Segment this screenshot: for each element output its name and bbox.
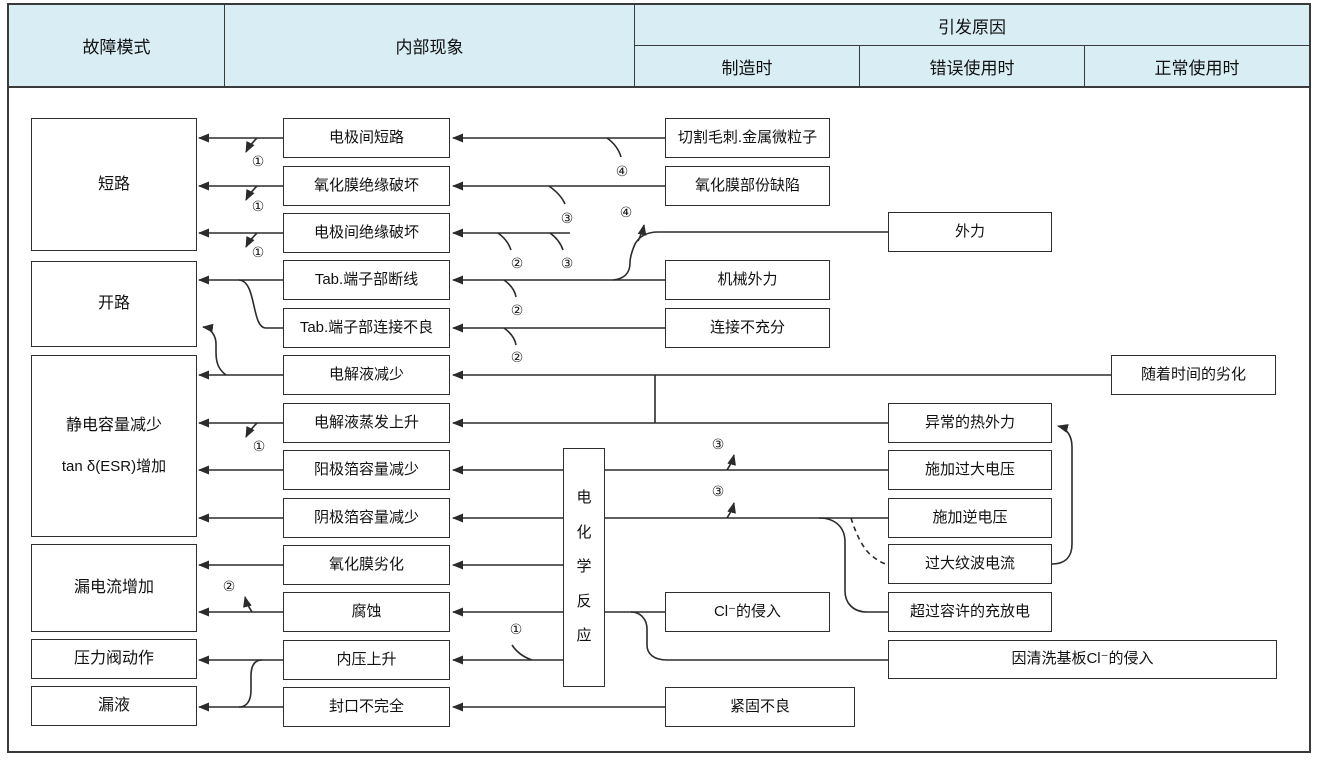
node-internal-pressure-rise: 内压上升 — [283, 640, 450, 680]
node-electrochemical-reaction: 电 化 学 反 应 — [563, 448, 605, 687]
header-cause-normal: 正常使用时 — [1085, 46, 1309, 88]
node-tab-terminal-poor-connection: Tab.端子部连接不良 — [283, 308, 450, 348]
electrochemical-reaction-label: 电 化 学 反 应 — [576, 489, 592, 645]
node-corrosion: 腐蚀 — [283, 592, 450, 632]
ref-marker-3: ③ — [556, 252, 578, 274]
ref-marker-4: ④ — [615, 201, 637, 223]
node-capacitance-esr: 静电容量减少 tan δ(ESR)增加 — [31, 355, 197, 537]
ref-marker-1: ① — [247, 150, 269, 172]
header-cause: 引发原因 — [635, 5, 1309, 46]
ref-marker-1: ① — [248, 435, 270, 457]
node-oxide-partial-defect: 氧化膜部份缺陷 — [665, 166, 830, 206]
header-cause-misuse: 错误使用时 — [860, 46, 1085, 88]
node-external-force: 外力 — [888, 212, 1052, 252]
ref-marker-3: ③ — [707, 480, 729, 502]
node-aging-degradation: 随着时间的劣化 — [1111, 355, 1276, 395]
node-abnormal-heat: 异常的热外力 — [888, 403, 1052, 443]
ref-marker-2: ② — [506, 346, 528, 368]
node-tab-terminal-break: Tab.端子部断线 — [283, 260, 450, 300]
node-excess-ripple-current: 过大纹波电流 — [888, 544, 1052, 584]
node-oxide-degradation: 氧化膜劣化 — [283, 545, 450, 585]
ref-marker-4: ④ — [611, 160, 633, 182]
ref-marker-1: ① — [505, 618, 527, 640]
header-fault-mode: 故障模式 — [9, 5, 225, 88]
node-board-washing-chloride: 因清洗基板Cl⁻的侵入 — [888, 640, 1277, 679]
ref-marker-1: ① — [247, 241, 269, 263]
connectors — [198, 133, 1111, 712]
node-reverse-voltage: 施加逆电压 — [888, 498, 1052, 538]
node-leakage-current-increase: 漏电流增加 — [31, 544, 197, 632]
ref-marker-3: ③ — [556, 207, 578, 229]
node-cathode-foil-capacity-decrease: 阴极箔容量减少 — [283, 498, 450, 538]
node-incomplete-sealing: 封口不完全 — [283, 687, 450, 727]
outer-border — [7, 3, 1311, 753]
node-overvoltage: 施加过大电压 — [888, 450, 1052, 490]
node-excess-charge-discharge: 超过容许的充放电 — [888, 592, 1052, 632]
node-short-circuit: 短路 — [31, 118, 197, 251]
node-liquid-leakage: 漏液 — [31, 686, 197, 726]
node-oxide-insulation-breakdown: 氧化膜绝缘破坏 — [283, 166, 450, 206]
header-cause-manufacturing: 制造时 — [635, 46, 860, 88]
capacitance-decrease-label: 静电容量减少 — [65, 416, 162, 434]
node-electrode-short: 电极间短路 — [283, 118, 450, 158]
node-insufficient-connection: 连接不充分 — [665, 308, 830, 348]
ref-marker-3: ③ — [707, 433, 729, 455]
node-anode-foil-capacity-decrease: 阳极箔容量减少 — [283, 450, 450, 490]
node-electrolyte-evaporation: 电解液蒸发上升 — [283, 403, 450, 443]
ref-marker-2: ② — [506, 299, 528, 321]
ref-marker-2: ② — [506, 252, 528, 274]
esr-increase-label: tan δ(ESR)增加 — [61, 457, 167, 475]
node-pressure-valve-operation: 压力阀动作 — [31, 639, 197, 679]
node-poor-tightening: 紧固不良 — [665, 687, 855, 727]
header-internal-phenomenon: 内部现象 — [225, 5, 635, 88]
ref-marker-1: ① — [247, 195, 269, 217]
node-electrolyte-decrease: 电解液减少 — [283, 355, 450, 395]
node-interelectrode-insulation-breakdown: 电极间绝缘破坏 — [283, 213, 450, 253]
node-open-circuit: 开路 — [31, 261, 197, 347]
node-chloride-intrusion: Cl⁻的侵入 — [665, 592, 830, 632]
node-mechanical-force: 机械外力 — [665, 260, 830, 300]
ref-marker-2: ② — [218, 575, 240, 597]
node-cutting-burr-metal-particles: 切割毛刺.金属微粒子 — [665, 118, 830, 158]
